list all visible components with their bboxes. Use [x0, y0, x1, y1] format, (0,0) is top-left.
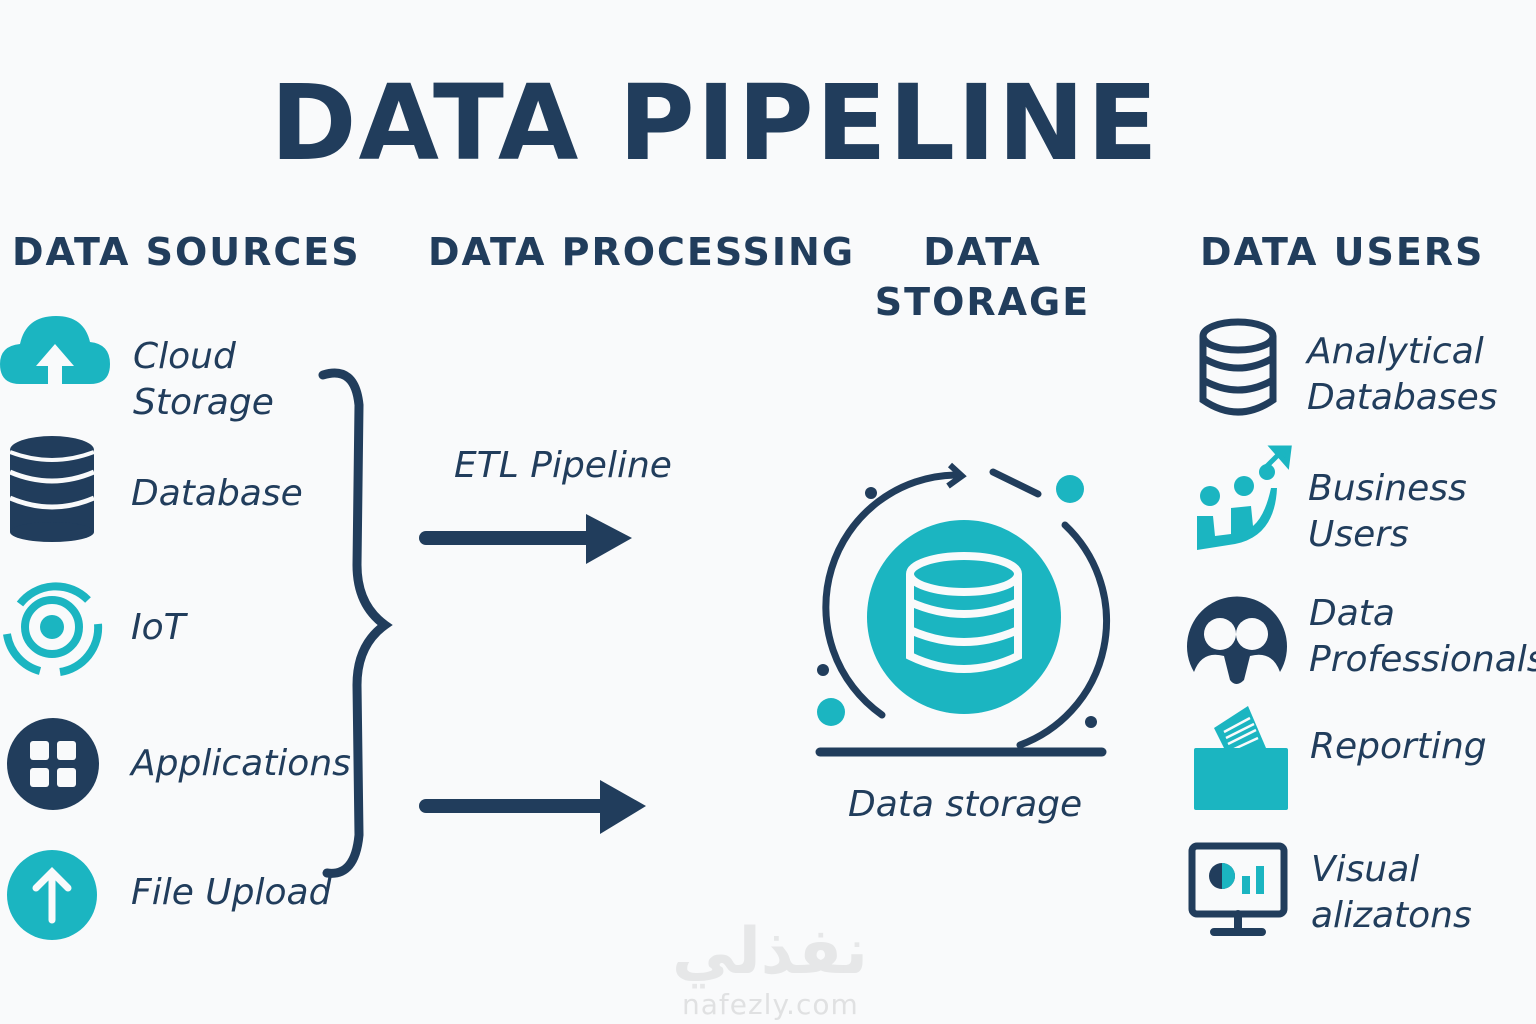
user-business-users-label: Business Users	[1308, 466, 1467, 558]
label-line: alizatons	[1311, 895, 1472, 936]
label-line: Data	[1309, 593, 1395, 634]
upload-arrow-icon	[7, 850, 97, 940]
label-line: Storage	[133, 382, 274, 423]
label-line: Users	[1308, 514, 1409, 555]
monitor-chart-icon	[1188, 842, 1288, 936]
watermark-url: nafezly.com	[682, 988, 859, 1021]
header-storage-line2: STORAGE	[874, 280, 1091, 324]
header-data-processing: DATA PROCESSING	[428, 230, 856, 274]
label-line: Cloud	[133, 336, 236, 377]
page-title: DATA PIPELINE	[270, 62, 1160, 184]
header-data-storage: DATA STORAGE	[860, 227, 1105, 327]
report-folder-icon	[1194, 706, 1288, 810]
source-database-label: Database	[131, 473, 303, 514]
iot-signal-icon	[3, 582, 103, 676]
data-storage-label: Data storage	[848, 784, 1083, 825]
database-outline-icon	[1199, 318, 1277, 416]
database-icon	[9, 436, 95, 542]
business-growth-icon	[1197, 445, 1292, 550]
curly-brace	[318, 368, 393, 878]
user-analytical-databases-label: Analytical Databases	[1307, 329, 1498, 421]
label-line: Databases	[1307, 377, 1498, 418]
user-visualizations-label: Visual alizatons	[1311, 847, 1472, 939]
user-data-professionals-label: Data Professionals	[1309, 591, 1536, 683]
header-storage-line1: DATA	[923, 230, 1042, 274]
label-line: Analytical	[1307, 331, 1484, 372]
label-line: Professionals	[1309, 639, 1536, 680]
data-storage-cycle-icon	[815, 462, 1110, 757]
label-line: Business	[1308, 468, 1467, 509]
source-file-upload-label: File Upload	[131, 872, 332, 913]
watermark-arabic: نفذلي	[672, 915, 868, 989]
arrow-right-icon	[419, 514, 632, 564]
people-icon	[1187, 596, 1287, 684]
source-cloud-storage-label: Cloud Storage	[133, 334, 274, 426]
user-reporting-label: Reporting	[1310, 726, 1487, 767]
arrow-right-icon	[419, 780, 646, 834]
applications-grid-icon	[7, 718, 99, 810]
label-line: Visual	[1311, 849, 1420, 890]
cloud-upload-icon	[0, 316, 110, 384]
header-data-users: DATA USERS	[1200, 230, 1485, 274]
source-iot-label: IoT	[131, 607, 186, 648]
header-data-sources: DATA SOURCES	[12, 230, 361, 274]
source-applications-label: Applications	[131, 743, 351, 784]
etl-pipeline-label: ETL Pipeline	[454, 445, 672, 486]
